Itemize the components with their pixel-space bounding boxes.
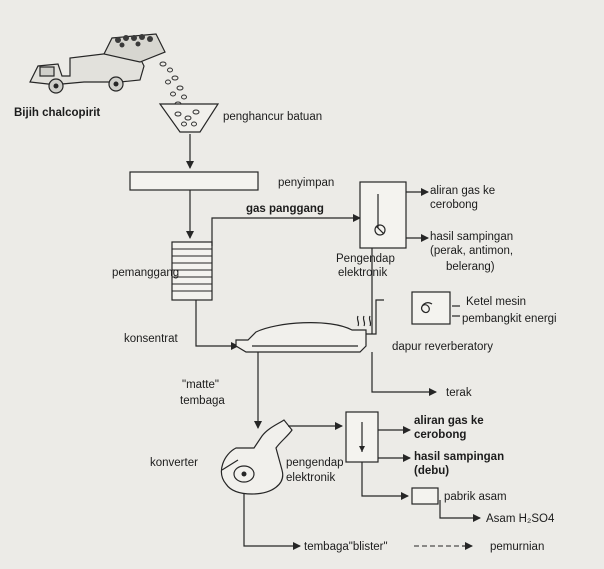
converter (221, 419, 293, 495)
roaster-gas-arrow (211, 214, 361, 246)
label-byproduct-bot-2: (debu) (414, 465, 449, 477)
label-concentrate: konsentrat (124, 333, 179, 345)
boiler (411, 291, 451, 325)
slag-arrow (371, 352, 437, 396)
label-flue-gas-top: aliran gas ke (430, 185, 495, 197)
label-flue-gas-bot-2: cerobong (414, 429, 466, 441)
label-converter: konverter (150, 457, 198, 469)
acid-arrow (439, 500, 481, 522)
label-matte-2: tembaga (180, 395, 225, 407)
label-storage: penyimpan (278, 177, 334, 189)
label-byproduct-top-3: belerang) (446, 261, 495, 273)
acid-plant-box (411, 487, 439, 505)
label-precip-bot: pengendap (286, 457, 344, 469)
roaster (171, 241, 213, 301)
label-precip-bot-2: elektronik (286, 472, 335, 484)
label-reverb: dapur reverberatory (392, 341, 493, 353)
bottom-electrostatic-precipitator (345, 411, 379, 463)
concentrate-arrow (195, 300, 239, 350)
label-byproduct-top: hasil sampingan (430, 231, 513, 243)
furnace-gas-line (366, 299, 384, 335)
label-refining: pemurnian (490, 541, 544, 553)
label-byproduct-bot: hasil sampingan (414, 451, 504, 463)
label-flue-gas-bot: aliran gas ke (414, 415, 484, 427)
label-boiler: Ketel mesin (466, 296, 526, 308)
label-precip-top-2: elektronik (338, 267, 387, 279)
label-flue-gas-top-2: cerobong (430, 199, 478, 211)
truck-icon (29, 33, 166, 94)
label-acid-plant: pabrik asam (444, 491, 507, 503)
label-acid: Asam H₂SO4 (486, 513, 555, 525)
label-matte: "matte" (182, 379, 219, 391)
label-roaster: pemanggang (112, 267, 179, 279)
label-byproduct-top-2: (perak, antimon, (430, 245, 513, 257)
label-ore: Bijih chalcopirit (14, 107, 100, 119)
label-blister: tembaga"blister" (304, 541, 388, 553)
label-boiler-2: pembangkit energi (462, 313, 557, 325)
storage-bin (129, 171, 259, 191)
label-crusher: penghancur batuan (223, 111, 322, 123)
crusher-hopper (158, 103, 220, 133)
label-slag: terak (446, 387, 472, 399)
top-electrostatic-precipitator (359, 181, 407, 249)
label-precip-top: Pengendap (336, 253, 395, 265)
label-roast-gas: gas panggang (246, 203, 324, 215)
blister-arrow (243, 494, 301, 550)
to-acid-plant-arrow (361, 462, 409, 500)
reverberatory-furnace (235, 315, 372, 353)
